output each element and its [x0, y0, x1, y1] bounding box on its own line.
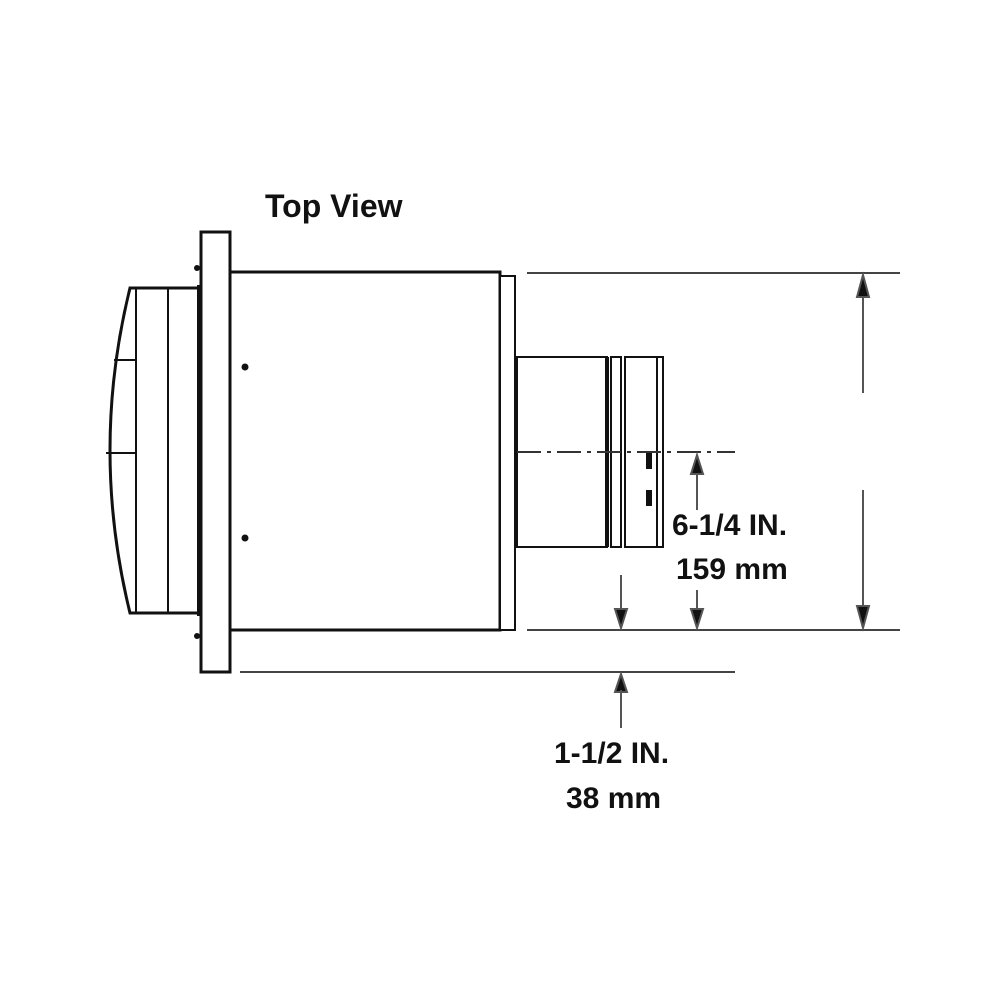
- flange-offset-dimension-arrow: [613, 670, 629, 728]
- extension-lines: [240, 272, 900, 673]
- flange-rivet-top: [194, 265, 200, 271]
- centerline-dimension-imperial: 6-1/4 IN.: [672, 509, 787, 542]
- centerline-dimension-metric: 159 mm: [676, 553, 788, 586]
- flange-dimension-metric: 38 mm: [566, 782, 661, 815]
- wall-flange: [199, 230, 232, 674]
- overall-height-dimension: [855, 271, 871, 632]
- flange-rivet-bottom: [194, 633, 200, 639]
- connector-tab-bottom: [646, 490, 652, 506]
- body-back-plate: [499, 275, 516, 631]
- connector-tab-top: [646, 453, 652, 469]
- body-screw-bottom: [241, 534, 249, 542]
- centerline-dimension-arrows: [613, 451, 705, 632]
- body-screw-top: [241, 363, 249, 371]
- diagram-title: Top View: [265, 188, 403, 224]
- terminal-body: [228, 270, 516, 632]
- flange-dimension-imperial: 1-1/2 IN.: [554, 737, 669, 770]
- vent-hood: [106, 285, 201, 616]
